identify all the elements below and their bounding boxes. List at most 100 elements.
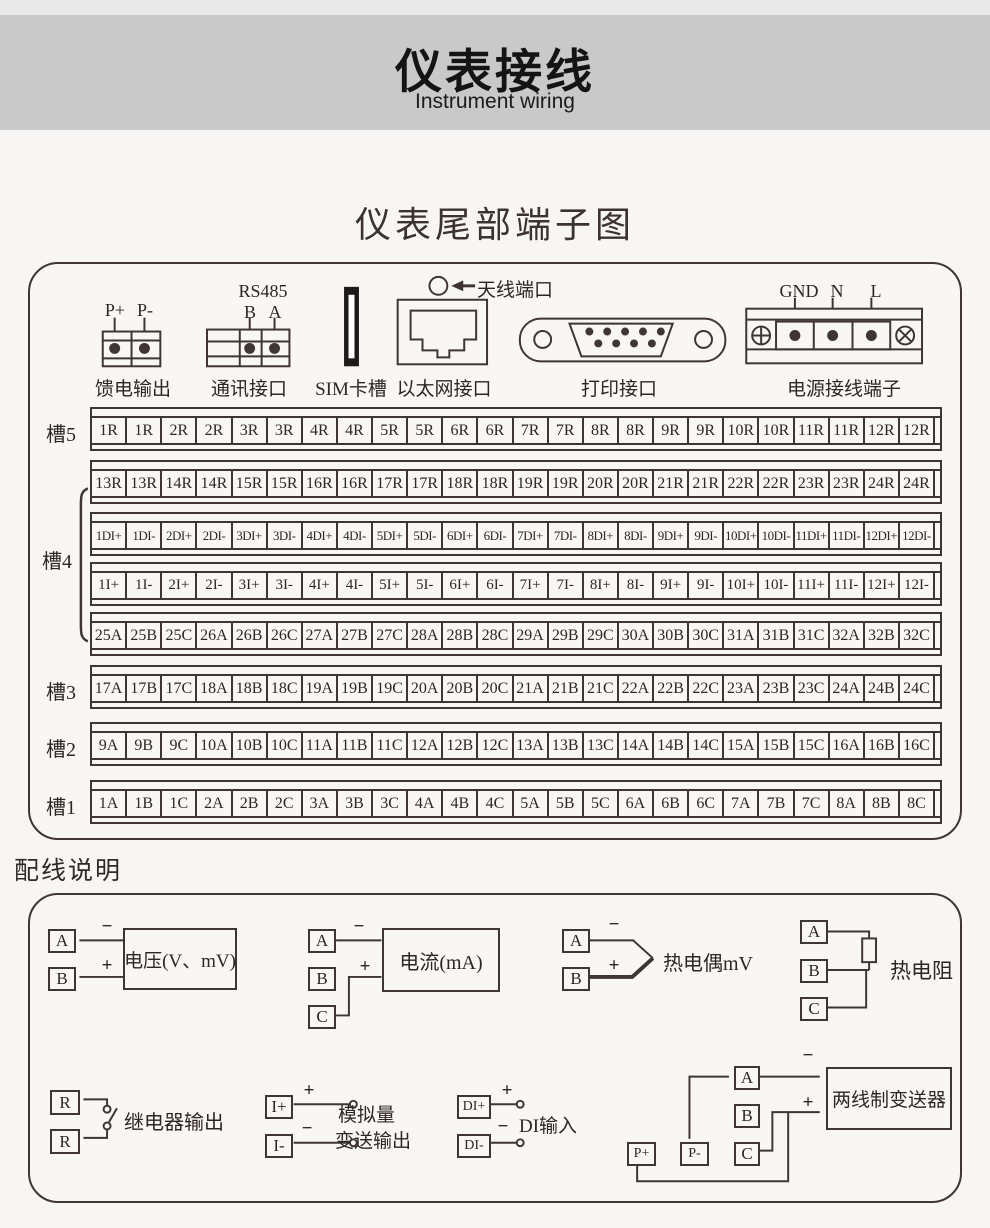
- terminal-cell: 29A: [514, 623, 549, 648]
- terminal-cell: 24R: [865, 471, 900, 496]
- screw-icon: [895, 325, 916, 346]
- two-wire-transmitter-block: 两线制变送器: [826, 1067, 952, 1130]
- terminal-cell: 20A: [408, 676, 444, 701]
- terminal-cell: 10I-: [759, 573, 795, 598]
- terminal-cell: 17R: [373, 471, 409, 496]
- terminal-cell: 10B: [233, 733, 268, 758]
- terminal-cell: 17C: [162, 676, 198, 701]
- terminal-cell: 1DI+: [92, 523, 128, 548]
- terminal-cell: 7A: [724, 791, 760, 816]
- slot3-label: 槽3: [46, 682, 76, 704]
- terminal-line-art: [79, 275, 924, 643]
- strip-cells: 1DI+1DI-2DI+2DI-3DI+3DI-4DI+4DI-5DI+5DI-…: [92, 523, 940, 548]
- terminal-box-i-plus: I+: [265, 1095, 293, 1119]
- terminal-box-b: B: [562, 967, 590, 991]
- strip-band: [92, 409, 940, 418]
- terminal-cell: 22C: [689, 676, 725, 701]
- terminal-cell: 7C: [795, 791, 830, 816]
- terminal-cell: 6DI+: [443, 523, 479, 548]
- terminal-cell: 11I-: [830, 573, 865, 598]
- terminal-cell: 3R: [233, 418, 268, 443]
- strip-band: [92, 667, 940, 676]
- terminal-cell: 11R: [795, 418, 830, 443]
- current-wires: [336, 939, 382, 1017]
- terminal-cell: 12I-: [900, 573, 935, 598]
- terminal-cell: 1I+: [92, 573, 128, 598]
- terminal-cell: 15R: [268, 471, 303, 496]
- strip-band: [92, 443, 940, 449]
- terminal-cell: 9DI+: [654, 523, 690, 548]
- relay-wires: [83, 1098, 118, 1139]
- strip-band: [92, 724, 940, 733]
- terminal-cell: 30A: [619, 623, 654, 648]
- voltage-input-block: 电压(V、mV): [123, 928, 237, 990]
- terminal-cell: 3I-: [268, 573, 303, 598]
- terminal-cell: 18C: [268, 676, 303, 701]
- terminal-cell: 28B: [443, 623, 479, 648]
- terminal-cell: 24A: [830, 676, 865, 701]
- terminal-cell: 2DI-: [197, 523, 233, 548]
- terminal-box-a: A: [800, 920, 828, 944]
- terminal-cell: 30C: [689, 623, 725, 648]
- terminal-cell: 5DI-: [408, 523, 444, 548]
- terminal-box-di-plus: DI+: [457, 1095, 491, 1119]
- terminal-cell: 12R: [865, 418, 900, 443]
- terminal-cell: 21C: [584, 676, 619, 701]
- switch-icon: [108, 1107, 118, 1123]
- terminal-box-r: R: [50, 1090, 80, 1115]
- terminal-cell: 14R: [197, 471, 233, 496]
- terminal-box-p-plus: P+: [627, 1142, 656, 1166]
- terminal-cell: 22R: [724, 471, 760, 496]
- terminal-cell: 14R: [162, 471, 198, 496]
- relay-output-label: 继电器输出: [124, 1112, 224, 1134]
- terminal-box-b: B: [734, 1104, 760, 1128]
- power-terminal-label: 电源接线端子: [786, 379, 902, 400]
- feed-output-terminal-icon: [101, 317, 162, 368]
- terminal-cell: 9R: [654, 418, 690, 443]
- terminal-cell: 5R: [373, 418, 409, 443]
- terminal-cell: 8R: [619, 418, 654, 443]
- terminal-cell: 32A: [830, 623, 865, 648]
- terminal-cell: 2A: [197, 791, 233, 816]
- terminal-cell: 12C: [478, 733, 514, 758]
- terminal-cell: 2R: [197, 418, 233, 443]
- terminal-cell: 7I-: [549, 573, 584, 598]
- terminal-cell: 2R: [162, 418, 198, 443]
- terminal-cell: 13C: [584, 733, 619, 758]
- terminal-cell: 4I+: [303, 573, 338, 598]
- terminal-box-i-minus: I-: [265, 1134, 293, 1158]
- terminal-cell: 6R: [478, 418, 514, 443]
- terminal-cell: 18R: [478, 471, 514, 496]
- terminal-cell: 16A: [830, 733, 865, 758]
- terminal-box-a: A: [308, 929, 336, 953]
- plus-sign: +: [303, 1080, 315, 1101]
- terminal-cell: 11DI+: [795, 523, 830, 548]
- terminal-cell: 7DI+: [514, 523, 549, 548]
- terminal-cell: 8B: [865, 791, 900, 816]
- terminal-box-b: B: [800, 959, 828, 983]
- terminal-cell: 1R: [92, 418, 128, 443]
- power-terminal-icon: [745, 297, 924, 365]
- terminal-cell: 7DI-: [549, 523, 584, 548]
- terminal-cell: 32B: [865, 623, 900, 648]
- terminal-cell: 25C: [162, 623, 198, 648]
- terminal-cell: 1C: [162, 791, 198, 816]
- rtd-wires: [821, 930, 878, 1009]
- terminal-cell: 13B: [549, 733, 584, 758]
- terminal-cell: 4R: [338, 418, 373, 443]
- terminal-cell: 24R: [900, 471, 935, 496]
- strip-band: [92, 782, 940, 791]
- comm-pin-label: B: [243, 302, 257, 322]
- antenna-port-label: 天线端口: [477, 280, 554, 301]
- terminal-box-a: A: [734, 1066, 760, 1090]
- terminal-cell: 6A: [619, 791, 654, 816]
- terminal-cell: 26C: [268, 623, 303, 648]
- terminal-cell: 9A: [92, 733, 128, 758]
- terminal-cell: 18R: [443, 471, 479, 496]
- terminal-cell: 20C: [478, 676, 514, 701]
- terminal-cell: 3R: [268, 418, 303, 443]
